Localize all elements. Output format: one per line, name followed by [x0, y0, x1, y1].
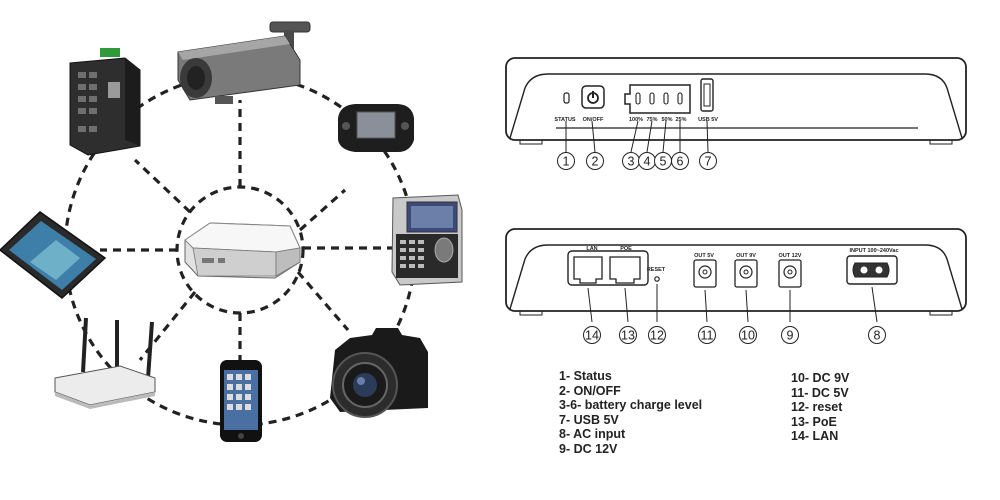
legend-item: 3-6- battery charge level — [559, 398, 703, 412]
legend-item: 2- ON/OFF — [559, 383, 621, 398]
port-label: OUT 12V — [779, 253, 802, 259]
port-label: LAN — [586, 246, 597, 252]
callout-number: 11 — [701, 329, 714, 343]
port-label: 100% — [629, 117, 643, 123]
legend-item: 9- DC 12V — [559, 441, 618, 456]
port-label: OUT 9V — [736, 253, 756, 259]
back-panel-ports: LAN 14 POE 13 RESET 12 OUT 5V 11 OUT 9V 10 OUT 12V… — [583, 246, 899, 344]
legend-item: 1- Status — [559, 369, 612, 383]
callout-number: 3 — [628, 155, 635, 169]
callout-number: 10 — [741, 329, 755, 343]
callout-circle — [619, 326, 637, 344]
tablet-icon — [0, 211, 107, 299]
network-switch-icon — [69, 48, 141, 156]
port-label: 75% — [646, 117, 657, 123]
callout-number: 7 — [705, 155, 712, 169]
port-label: STATUS — [554, 117, 576, 123]
callout-number: 5 — [660, 155, 667, 169]
legend-item: 13- PoE — [791, 414, 837, 429]
callout-circle — [557, 152, 575, 170]
callout-circle — [699, 152, 717, 170]
callout-circle — [739, 326, 757, 344]
smartphone-icon — [220, 360, 262, 442]
legend-item: 14- LAN — [791, 429, 839, 443]
port-label: 25% — [675, 117, 686, 123]
port-label: RESET — [647, 267, 666, 273]
callout-circle — [583, 326, 601, 344]
callout-number: 12 — [650, 329, 664, 343]
callout-number: 9 — [787, 329, 794, 343]
dslr-camera-icon — [330, 328, 428, 418]
callout-number: 1 — [563, 155, 570, 169]
handheld-game-console-icon — [338, 104, 414, 152]
callout-number: 8 — [874, 329, 881, 343]
front-panel-ports: STATUS 1 ON/OFF 2 100% 3 75% 4 50% 5 25% 6 USB 5V 7 — [554, 117, 718, 170]
back-panel-drawing — [505, 228, 967, 323]
callout-circle — [671, 152, 689, 170]
legend-item: 7- USB 5V — [559, 412, 619, 427]
legend-item: 10- DC 9V — [791, 371, 850, 385]
port-label: 50% — [661, 117, 672, 123]
callout-circle — [648, 326, 666, 344]
port-label: POE — [620, 246, 632, 252]
legend-item: 8- AC input — [559, 427, 626, 441]
device-connectivity-hub — [0, 21, 463, 442]
fingerprint-terminal-icon — [391, 194, 463, 286]
wifi-router-icon — [54, 317, 156, 409]
legend-item: 11- DC 5V — [791, 385, 849, 400]
power-bank-icon — [184, 222, 301, 279]
callout-number: 4 — [644, 155, 651, 169]
port-label: USB 5V — [698, 117, 718, 123]
port-label: ON/OFF — [583, 117, 604, 123]
callout-circle — [586, 152, 604, 170]
legend-item: 12- reset — [791, 400, 843, 414]
callout-number: 13 — [621, 329, 635, 343]
callout-circle — [868, 326, 886, 344]
front-panel-drawing — [505, 57, 967, 153]
port-label: OUT 5V — [694, 253, 714, 259]
callout-number: 2 — [592, 155, 599, 169]
callout-circle — [781, 326, 799, 344]
callout-number: 6 — [677, 155, 684, 169]
cctv-camera-icon — [177, 21, 311, 104]
callout-number: 14 — [585, 329, 599, 343]
port-label: INPUT 100~240Vac — [849, 248, 898, 254]
callout-circle — [698, 326, 716, 344]
